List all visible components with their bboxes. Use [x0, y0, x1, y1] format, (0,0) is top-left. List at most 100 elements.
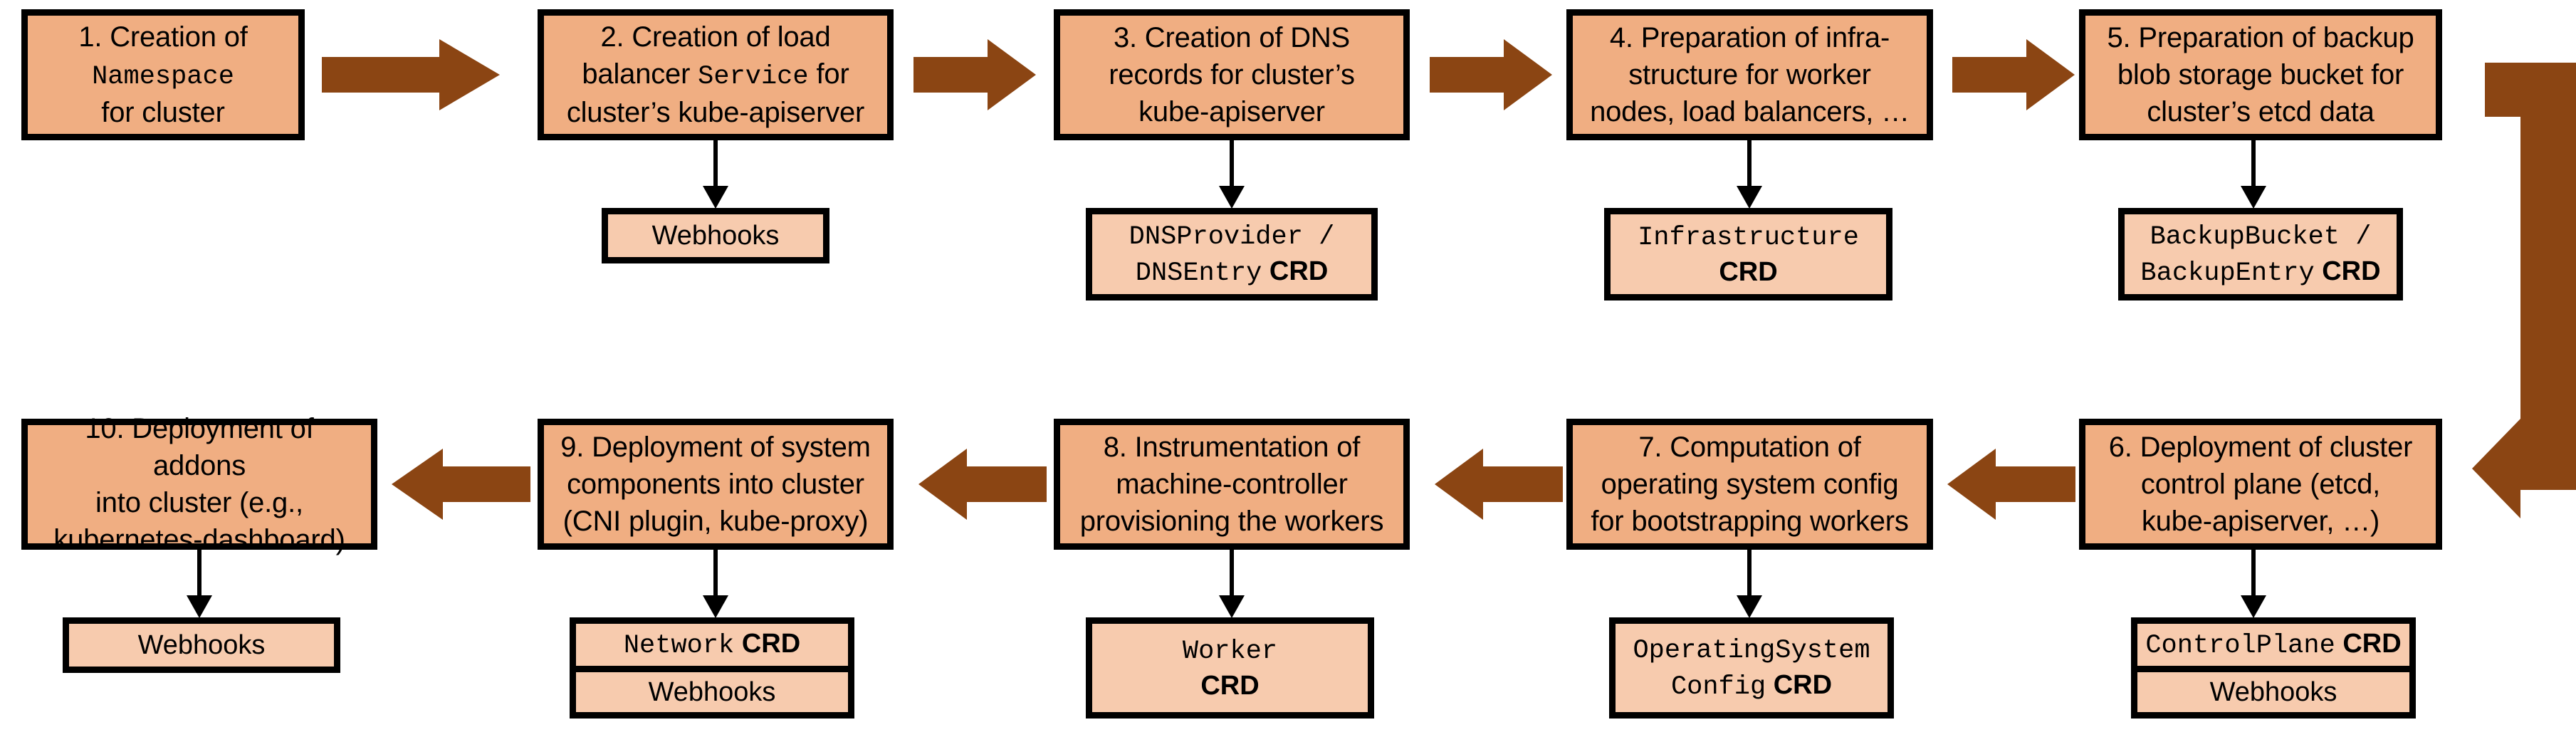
child-row: ControlPlane CRD — [2137, 624, 2409, 666]
step-6-line-1: 6. Deployment of cluster — [2108, 432, 2413, 463]
step-9-line-1: 9. Deployment of system — [560, 432, 871, 463]
step-9-text: 9. Deployment of system components into … — [560, 429, 871, 540]
step-4-child-crd: Infrastructure CRD — [1638, 219, 1859, 290]
step-7-child-crd: OperatingSystem Config CRD — [1633, 632, 1870, 705]
step-3-child-line-1: DNSProvider / — [1129, 221, 1335, 252]
connector-step2-to-child — [694, 140, 737, 209]
step-1-text: 1. Creation of Namespace for cluster — [78, 19, 248, 131]
child-box-step10[interactable]: Webhooks — [63, 617, 340, 673]
connector-step7-to-child — [1728, 550, 1771, 618]
step-5-line-2: blob storage bucket for — [2117, 59, 2404, 90]
step-5-text: 5. Preparation of backup blob storage bu… — [2107, 19, 2414, 130]
step-box-1[interactable]: 1. Creation of Namespace for cluster — [21, 9, 305, 140]
step-3-line-2: records for cluster’s — [1109, 59, 1355, 90]
child-box-step2[interactable]: Webhooks — [602, 208, 829, 263]
connector-step4-to-child — [1728, 140, 1771, 209]
step-6-child-crd: ControlPlane CRD — [2145, 627, 2401, 663]
step-box-4[interactable]: 4. Preparation of infra- structure for w… — [1566, 9, 1933, 140]
step-1-line-2: Namespace — [92, 61, 234, 92]
step-5-line-1: 5. Preparation of backup — [2107, 22, 2414, 53]
step-6-child-crd-tag: CRD — [2335, 628, 2402, 659]
child-row: Webhooks — [69, 624, 334, 667]
step-9-child-crd: Network CRD — [624, 627, 800, 663]
step-4-line-1: 4. Preparation of infra- — [1609, 22, 1890, 53]
arrow-step1-to-step2 — [322, 39, 500, 110]
step-box-7[interactable]: 7. Computation of operating system confi… — [1566, 419, 1933, 550]
connector-step6-to-child — [2232, 550, 2275, 618]
arrow-step2-to-step3 — [913, 39, 1036, 110]
step-box-5[interactable]: 5. Preparation of backup blob storage bu… — [2079, 9, 2442, 140]
step-6-line-2: control plane (etcd, — [2140, 469, 2381, 500]
connector-step10-to-child — [178, 550, 221, 618]
step-2-line-2-suffix: for — [808, 58, 849, 90]
child-row: Network CRD — [576, 624, 848, 666]
step-4-child-line-1: Infrastructure — [1638, 223, 1859, 253]
step-9-line-3: (CNI plugin, kube-proxy) — [562, 506, 869, 537]
arrow-step6-to-step7 — [1947, 449, 2075, 520]
connector-step5-to-child — [2232, 140, 2275, 209]
step-1-line-3: for cluster — [101, 97, 225, 129]
step-6-child-crd-name: ControlPlane — [2145, 630, 2335, 661]
arrow-step9-to-step10 — [392, 449, 530, 520]
step-8-line-3: provisioning the workers — [1079, 506, 1384, 537]
step-box-2[interactable]: 2. Creation of load balancer Service for… — [538, 9, 894, 140]
child-row: Webhooks — [608, 214, 823, 257]
step-6-line-3: kube-apiserver, …) — [2141, 506, 2380, 537]
step-box-6[interactable]: 6. Deployment of cluster control plane (… — [2079, 419, 2442, 550]
step-4-text: 4. Preparation of infra- structure for w… — [1590, 19, 1910, 130]
step-5-child-line-2: BackupEntry — [2140, 258, 2315, 288]
step-8-line-1: 8. Instrumentation of — [1103, 432, 1361, 463]
child-box-step4[interactable]: Infrastructure CRD — [1604, 208, 1892, 301]
child-box-step6[interactable]: ControlPlane CRD Webhooks — [2131, 617, 2416, 719]
step-7-line-1: 7. Computation of — [1638, 432, 1861, 463]
step-2-child-webhooks: Webhooks — [651, 220, 780, 251]
step-7-text: 7. Computation of operating system confi… — [1591, 429, 1909, 540]
child-box-step9[interactable]: Network CRD Webhooks — [570, 617, 854, 719]
step-3-line-3: kube-apiserver — [1138, 96, 1325, 127]
child-box-step7[interactable]: OperatingSystem Config CRD — [1609, 617, 1894, 719]
arrow-step5-to-step6 — [2442, 43, 2576, 541]
step-10-line-2: into cluster (e.g., — [95, 487, 303, 518]
step-4-child-crd-tag: CRD — [1719, 257, 1778, 288]
arrow-step3-to-step4 — [1430, 39, 1552, 110]
step-box-3[interactable]: 3. Creation of DNS records for cluster’s… — [1054, 9, 1410, 140]
child-row: OperatingSystem Config CRD — [1616, 624, 1888, 712]
step-6-text: 6. Deployment of cluster control plane (… — [2109, 429, 2413, 540]
step-box-9[interactable]: 9. Deployment of system components into … — [538, 419, 894, 550]
step-2-line-2-prefix: balancer — [582, 58, 698, 90]
arrow-step7-to-step8 — [1435, 449, 1563, 520]
step-box-8[interactable]: 8. Instrumentation of machine-controller… — [1054, 419, 1410, 550]
step-9-child-crd-name: Network — [623, 630, 735, 661]
step-7-child-line-1: OperatingSystem — [1633, 635, 1870, 666]
step-6-child-webhooks: Webhooks — [2209, 676, 2337, 707]
step-7-line-2: operating system config — [1601, 469, 1899, 500]
step-3-text: 3. Creation of DNS records for cluster’s… — [1109, 19, 1355, 130]
child-box-step3[interactable]: DNSProvider / DNSEntry CRD — [1086, 208, 1378, 301]
step-2-text: 2. Creation of load balancer Service for… — [566, 19, 865, 131]
step-5-child-crd-tag: CRD — [2314, 256, 2381, 286]
step-10-child-webhooks: Webhooks — [137, 629, 266, 660]
step-8-child-crd: Worker CRD — [1183, 632, 1277, 704]
arrow-step8-to-step9 — [918, 449, 1047, 520]
connector-step9-to-child — [694, 550, 737, 618]
step-box-10[interactable]: 10. Deployment of addons into cluster (e… — [21, 413, 377, 555]
child-row: Infrastructure CRD — [1611, 214, 1886, 294]
step-10-text: 10. Deployment of addons into cluster (e… — [35, 410, 364, 558]
step-3-child-line-2: DNSEntry — [1135, 258, 1262, 288]
step-4-line-3: nodes, load balancers, … — [1590, 96, 1910, 127]
child-box-step8[interactable]: Worker CRD — [1086, 617, 1374, 719]
step-8-child-crd-tag: CRD — [1200, 671, 1260, 701]
connector-step8-to-child — [1210, 550, 1253, 618]
step-9-child-crd-tag: CRD — [734, 628, 801, 659]
connector-step3-to-child — [1210, 140, 1253, 209]
step-8-line-2: machine-controller — [1116, 469, 1348, 500]
step-4-line-2: structure for worker — [1628, 59, 1871, 90]
step-2-line-3: cluster’s kube-apiserver — [566, 97, 865, 129]
child-box-step5[interactable]: BackupBucket / BackupEntry CRD — [2118, 208, 2403, 301]
step-5-child-line-1: BackupBucket / — [2150, 221, 2372, 252]
step-3-child-crd-tag: CRD — [1262, 256, 1329, 286]
child-row: Webhooks — [2137, 665, 2409, 712]
child-row: BackupBucket / BackupEntry CRD — [2125, 214, 2397, 294]
step-5-child-crd: BackupBucket / BackupEntry CRD — [2140, 218, 2380, 291]
